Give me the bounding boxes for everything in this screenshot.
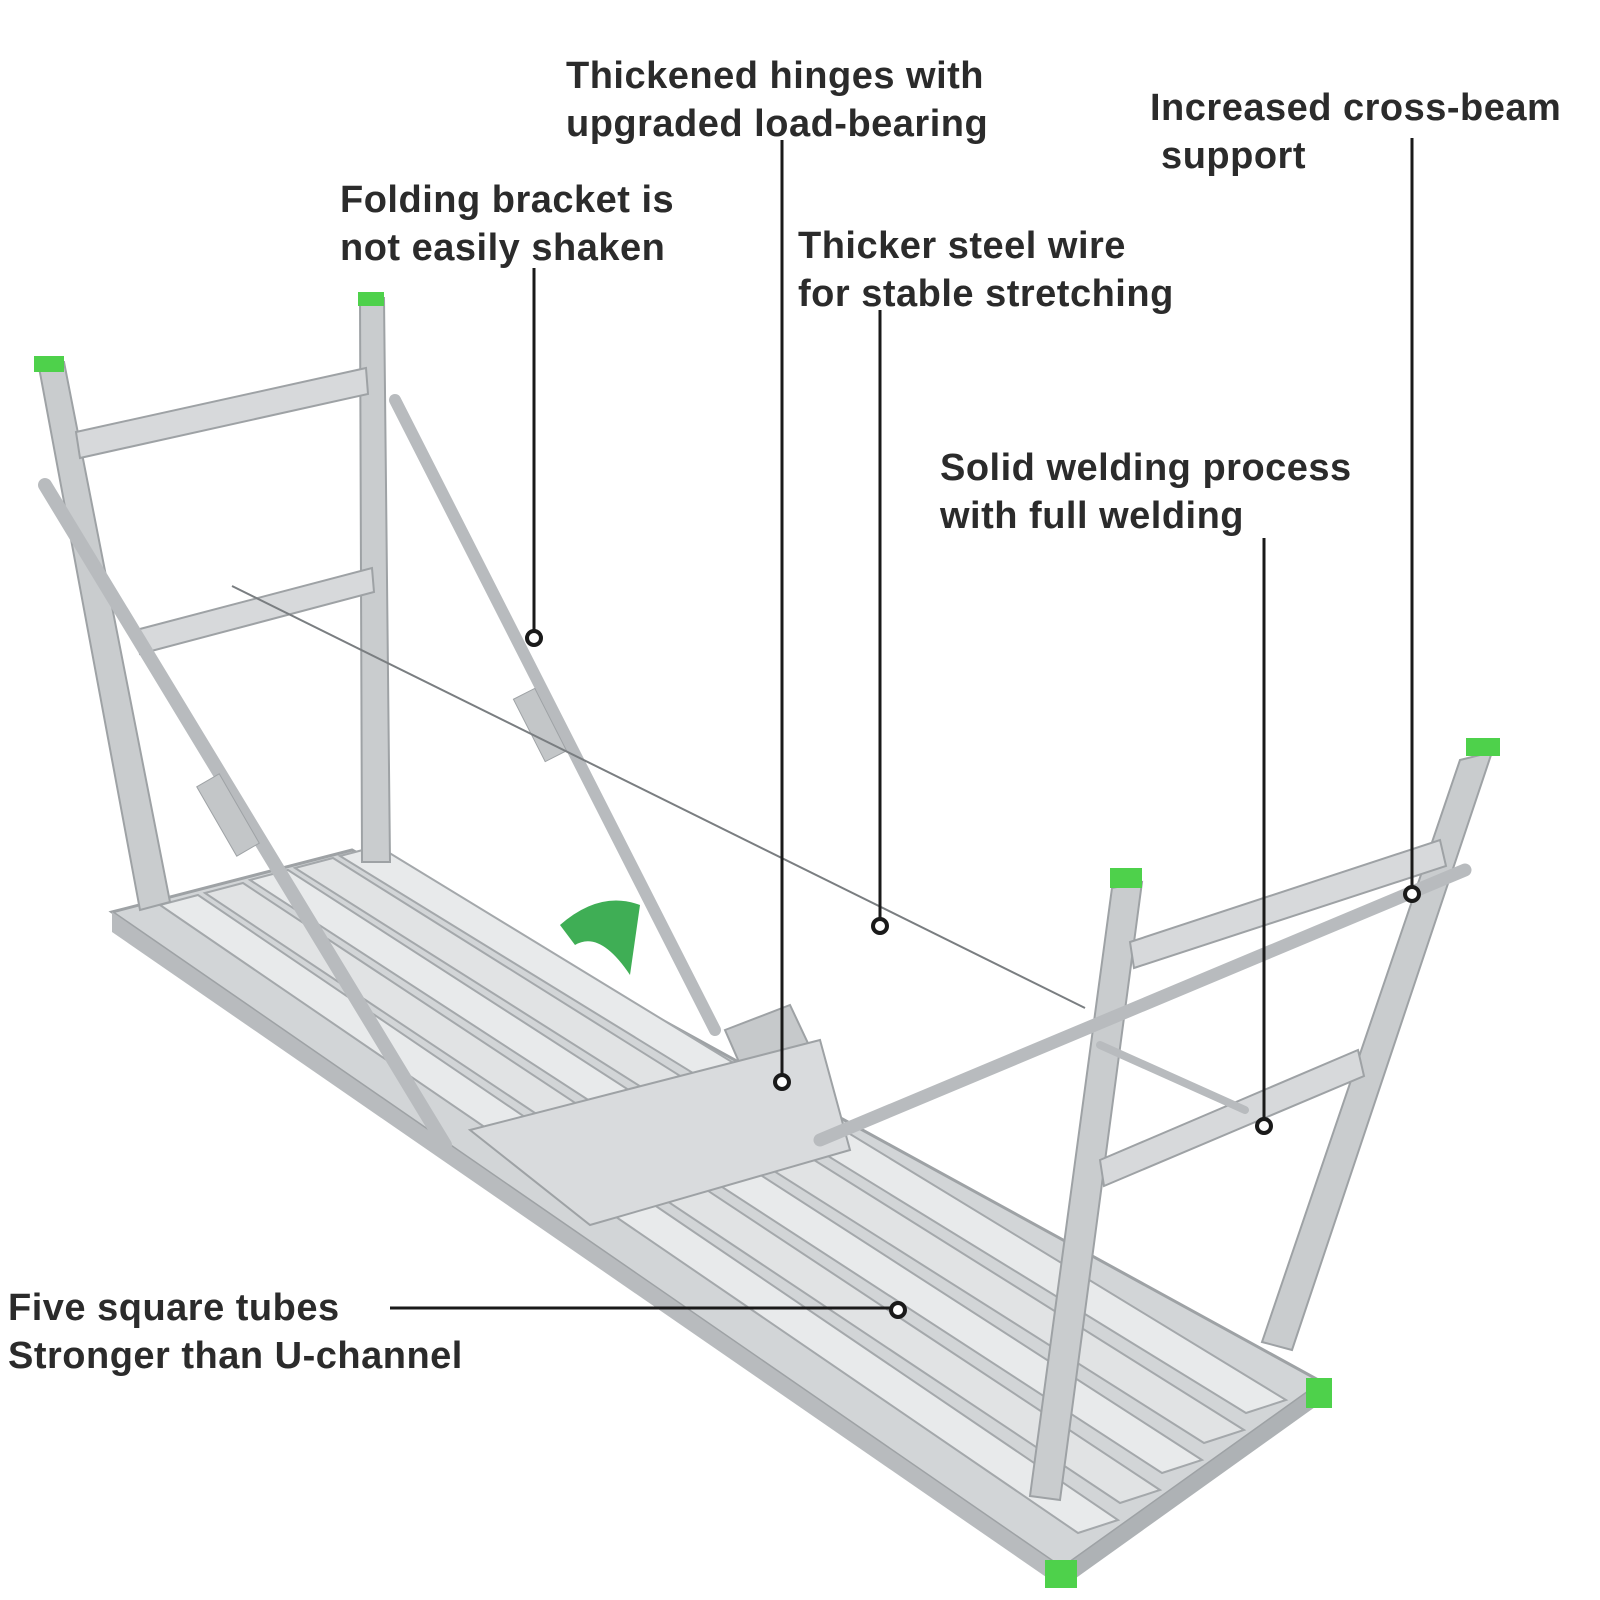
leader-markers: [525, 629, 1421, 1319]
marker-hinge: [773, 1073, 791, 1091]
steel-wire: [231, 585, 1086, 1009]
callout-cross-beam-line-1: Increased cross-beam: [1150, 87, 1562, 129]
hinge-assembly: [467, 1003, 852, 1227]
callout-hinges-line-1: Thickened hinges with: [566, 55, 984, 97]
callout-wire-line-1: Thicker steel wire: [798, 225, 1126, 267]
marker-cross-beam: [1403, 885, 1421, 903]
green-strap: [560, 900, 640, 975]
marker-welding: [1255, 1117, 1273, 1135]
leader-lines: [390, 138, 1414, 1310]
callout-welding-line-2: with full welding: [940, 495, 1245, 537]
leg-cap-3: [1110, 868, 1142, 888]
callout-tubes-line-1: Five square tubes: [8, 1287, 340, 1329]
marker-bracket: [525, 629, 543, 647]
callout-bracket: Folding bracket is not easily shaken: [340, 176, 674, 272]
callout-wire: Thicker steel wire for stable stretching: [798, 222, 1174, 318]
callout-bracket-line-2: not easily shaken: [340, 227, 666, 269]
right-leg-frame: [813, 738, 1500, 1502]
callout-welding-line-1: Solid welding process: [940, 447, 1352, 489]
marker-wire: [871, 917, 889, 935]
callout-bracket-line-1: Folding bracket is: [340, 179, 675, 221]
leg-cap-2: [358, 292, 384, 306]
left-leg-frame: [34, 292, 721, 1152]
callout-cross-beam-line-2: support: [1150, 135, 1306, 177]
deck-cap-right: [1306, 1378, 1332, 1408]
callout-tubes: Five square tubes Stronger than U-channe…: [8, 1284, 463, 1380]
leg-cap-4: [1466, 738, 1500, 756]
callout-tubes-line-2: Stronger than U-channel: [8, 1335, 463, 1377]
callout-wire-line-2: for stable stretching: [798, 273, 1174, 315]
callout-welding: Solid welding process with full welding: [940, 444, 1352, 540]
marker-tubes: [889, 1301, 907, 1319]
leg-cap-1: [34, 356, 64, 372]
deck-cap-front: [1045, 1560, 1077, 1588]
callout-hinges: Thickened hinges with upgraded load-bear…: [566, 52, 988, 148]
callout-hinges-line-2: upgraded load-bearing: [566, 103, 989, 145]
callout-cross-beam: Increased cross-beam support: [1150, 84, 1561, 180]
